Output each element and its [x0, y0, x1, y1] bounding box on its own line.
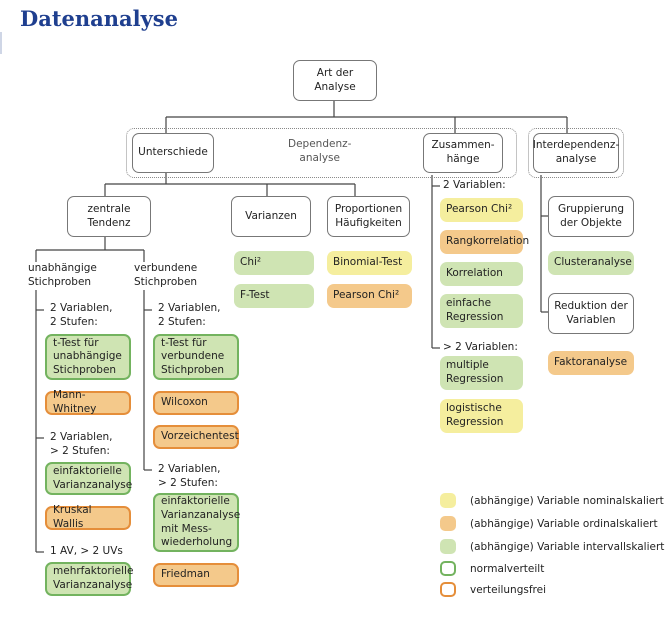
legend-swatch-ordinal — [440, 516, 456, 531]
dependenz-group-outline — [126, 128, 517, 178]
page-title: Datenanalyse — [20, 6, 178, 31]
method-einfache-regression: einfache Regression — [440, 294, 523, 328]
method-friedman: Friedman — [153, 563, 239, 587]
label-unabhaengige-stichproben: unabhängige Stichproben — [28, 262, 97, 288]
label-verbundene-stichproben: verbundene Stichproben — [134, 262, 198, 288]
node-zentrale-tendenz: zentrale Tendenz — [67, 196, 151, 237]
label-verb-2v-2s: 2 Variablen, 2 Stufen: — [158, 302, 221, 328]
method-rangkorrelation: Rangkorrelation — [440, 230, 529, 254]
label-zus-gt2-variablen: > 2 Variablen: — [443, 341, 518, 353]
method-ftest: F-Test — [234, 284, 314, 308]
method-chi2: Chi² — [234, 251, 314, 275]
method-mehrfaktorielle-varianzanalyse: mehrfaktorielle Varianzanalyse — [45, 562, 133, 596]
method-kruskal-wallis: Kruskal Wallis — [45, 504, 131, 530]
node-varianzen: Varianzen — [231, 196, 311, 237]
left-margin-marker — [0, 32, 2, 54]
node-art-der-analyse: Art der Analyse — [293, 60, 377, 101]
method-einfaktorielle-varianzanalyse: einfaktorielle Varianzanalyse — [45, 462, 132, 495]
legend-item-ordinal: (abhängige) Variable ordinalskaliert — [440, 516, 658, 531]
label-unabh-2v-2s: 2 Variablen, 2 Stufen: — [50, 302, 113, 328]
legend-item-interval: (abhängige) Variable intervallskaliert — [440, 539, 664, 554]
dependenz-label: Dependenz- analyse — [288, 138, 352, 164]
method-faktoranalyse: Faktoranalyse — [548, 351, 634, 375]
node-gruppierung-der-objekte: Gruppierung der Objekte — [548, 196, 634, 237]
node-interdependenzanalyse: Interdependenz- analyse — [533, 133, 619, 173]
method-logistische-regression: logistische Regression — [440, 399, 523, 433]
method-korrelation: Korrelation — [440, 262, 523, 286]
method-binomial-test: Binomial-Test — [327, 251, 412, 275]
method-wilcoxon: Wilcoxon — [153, 391, 239, 415]
legend-item-nominal: (abhängige) Variable nominalskaliert — [440, 493, 664, 508]
label-unabh-2v-gt2s: 2 Variablen, > 2 Stufen: — [50, 431, 113, 457]
legend-text-normalverteilt: normalverteilt — [470, 562, 545, 575]
legend-swatch-normalverteilt — [440, 561, 456, 576]
interdependenz-group-outline — [528, 128, 624, 178]
legend-item-normalverteilt: normalverteilt — [440, 561, 544, 576]
method-ttest-unabhaengige: t-Test für unabhängige Stichproben — [45, 334, 131, 380]
legend-text-ordinal: (abhängige) Variable ordinalskaliert — [470, 517, 658, 530]
legend-text-interval: (abhängige) Variable intervallskaliert — [470, 540, 665, 553]
node-reduktion-der-variablen: Reduktion der Variablen — [548, 293, 634, 334]
legend-swatch-interval — [440, 539, 456, 554]
label-verb-2v-gt2s: 2 Variablen, > 2 Stufen: — [158, 463, 221, 489]
method-clusteranalyse: Clusteranalyse — [548, 251, 634, 275]
label-zus-2-variablen: 2 Variablen: — [443, 179, 506, 191]
legend-swatch-nominal — [440, 493, 456, 508]
node-unterschiede: Unterschiede — [132, 133, 214, 173]
node-proportionen-haeufigkeiten: Proportionen Häufigkeiten — [327, 196, 410, 237]
method-einfaktorielle-varianzanalyse-messwiederholung: einfaktorielle Varianzanalyse mit Mess- … — [153, 493, 240, 552]
legend-text-verteilungsfrei: verteilungsfrei — [470, 583, 547, 596]
legend-item-verteilungsfrei: verteilungsfrei — [440, 582, 546, 597]
method-vorzeichentest: Vorzeichentest — [153, 425, 239, 449]
method-mann-whitney: Mann-Whitney — [45, 389, 131, 415]
legend-text-nominal: (abhängige) Variable nominalskaliert — [470, 494, 664, 507]
node-zusammenhaenge: Zusammen- hänge — [423, 133, 503, 173]
method-pearson-chi2: Pearson Chi² — [440, 198, 523, 222]
legend-swatch-verteilungsfrei — [440, 582, 456, 597]
method-pearson-chi2-proportionen: Pearson Chi² — [327, 284, 412, 308]
label-1av-gt2uvs: 1 AV, > 2 UVs — [50, 545, 123, 557]
method-multiple-regression: multiple Regression — [440, 356, 523, 390]
method-ttest-verbundene: t-Test für verbundene Stichproben — [153, 334, 239, 380]
